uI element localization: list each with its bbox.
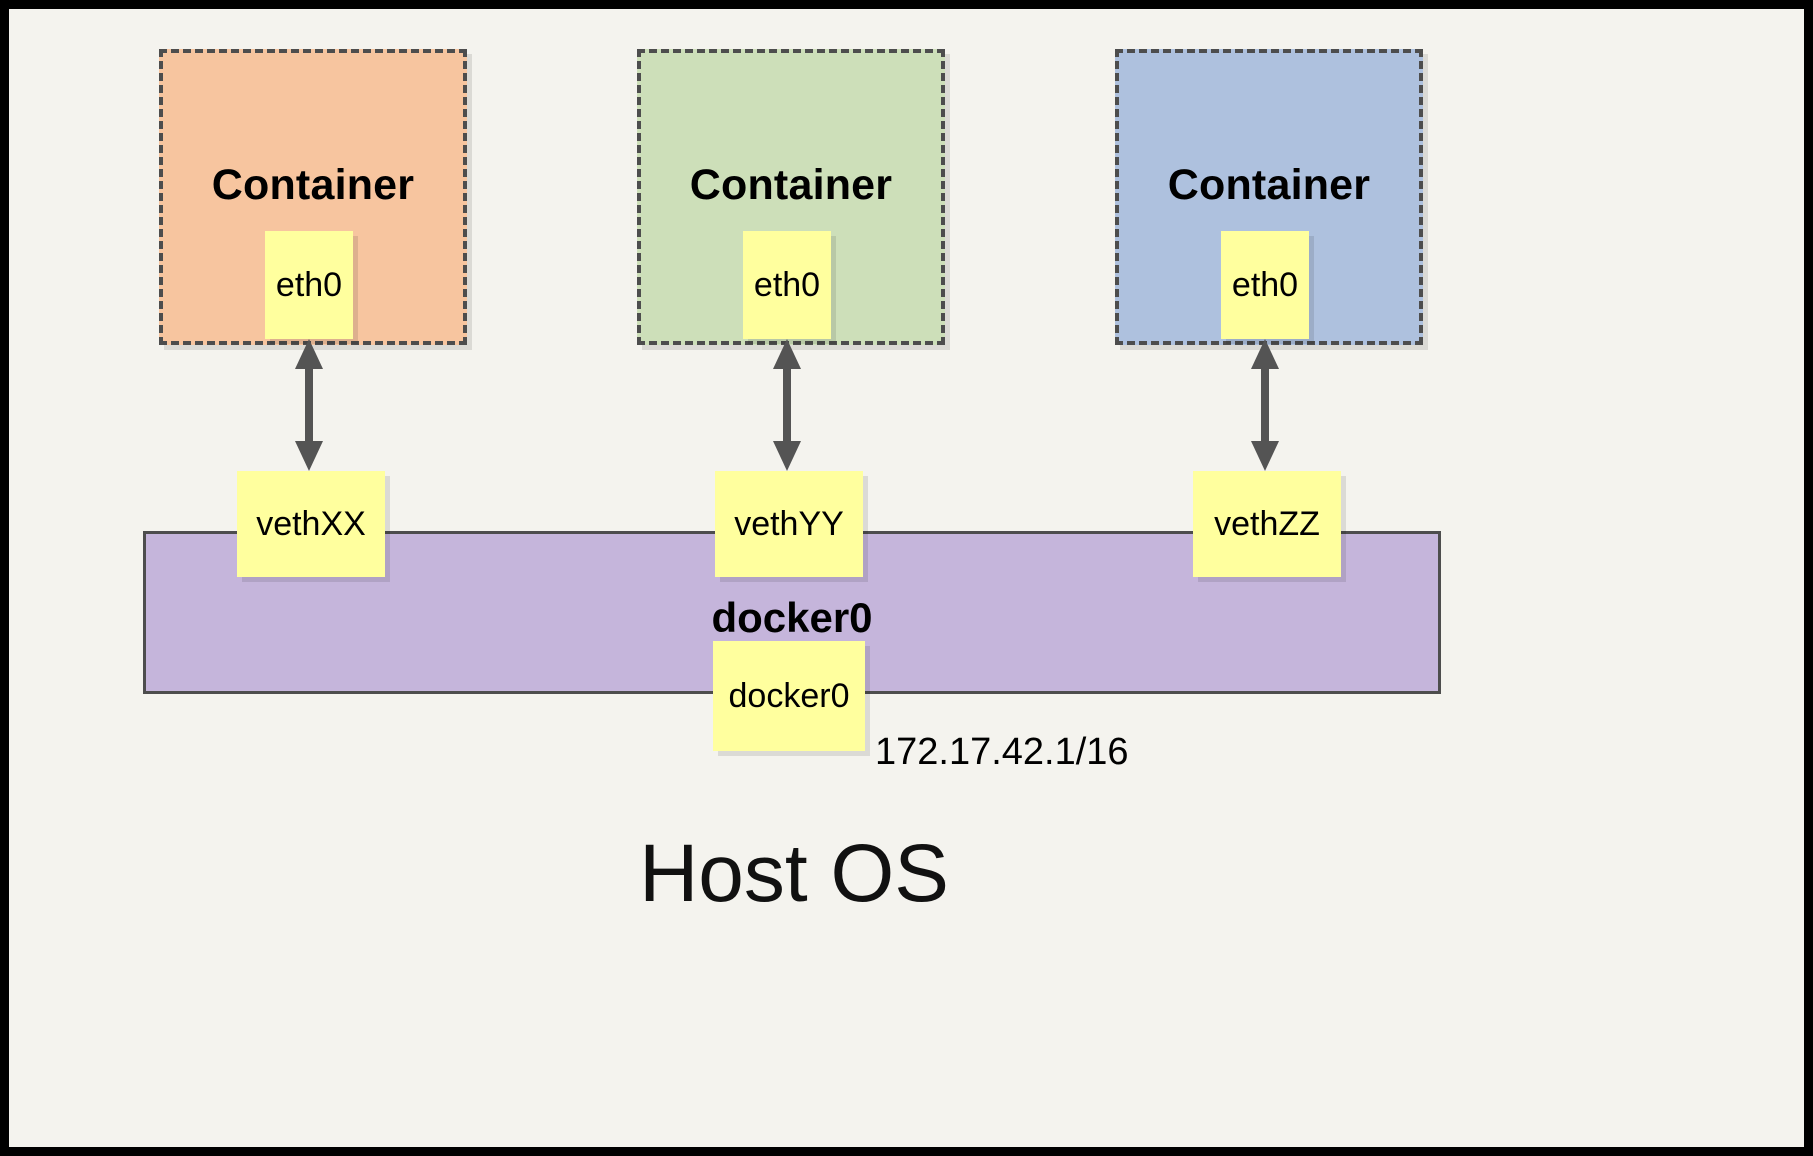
link-arrow-3 [1251,339,1279,471]
link-arrow-1 [295,339,323,471]
eth0-box-1: eth0 [265,231,353,339]
host-os-title: Host OS [639,828,949,919]
link-arrow-2 [773,339,801,471]
veth-box-1: vethXX [237,471,385,577]
container-title-2: Container [689,161,893,209]
eth0-label-1: eth0 [275,266,343,304]
eth0-label-3: eth0 [1231,266,1299,304]
veth-label-1: vethXX [256,505,366,543]
container-title-1: Container [211,161,415,209]
veth-box-3: vethZZ [1193,471,1341,577]
veth-label-2: vethYY [734,505,844,543]
eth0-box-3: eth0 [1221,231,1309,339]
docker0-interface-label: docker0 [728,677,850,715]
eth0-label-2: eth0 [753,266,821,304]
docker0-bridge-label: docker0 [711,594,873,641]
container-title-3: Container [1167,161,1371,209]
veth-label-3: vethZZ [1214,505,1320,543]
docker0-ip-address: 172.17.42.1/16 [875,731,1129,773]
eth0-box-2: eth0 [743,231,831,339]
veth-box-2: vethYY [715,471,863,577]
diagram-canvas: Container eth0 Container eth0 Container … [9,9,1804,1147]
container-box-3 [1115,49,1423,345]
docker0-interface-box: docker0 [713,641,865,751]
